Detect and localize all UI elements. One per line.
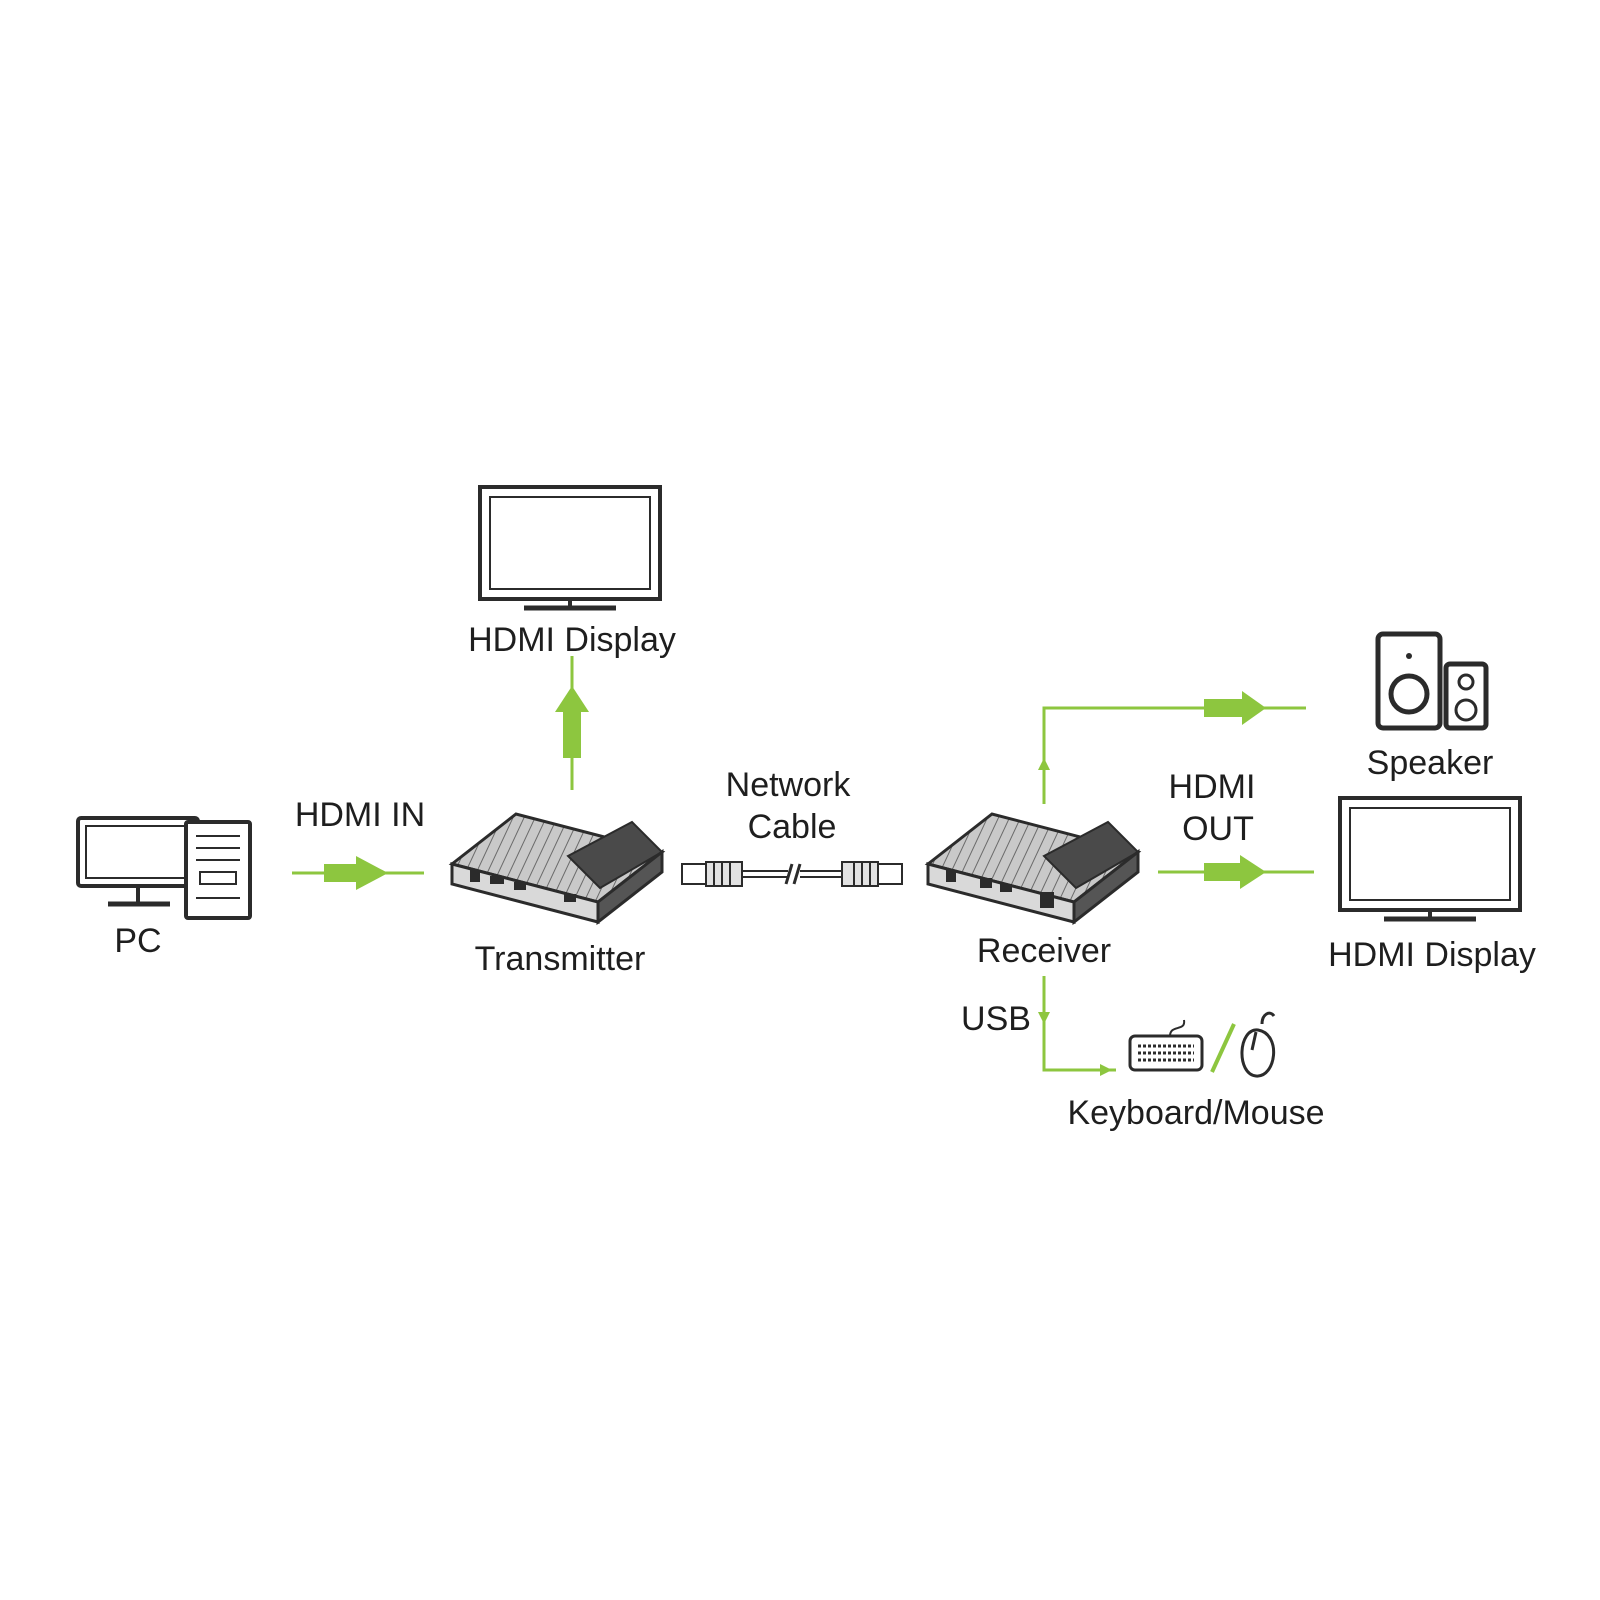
hdmi-in-label: HDMI IN bbox=[295, 796, 425, 834]
keyboard-mouse-label: Keyboard/Mouse bbox=[1067, 1094, 1324, 1132]
network-cable-label-line1: Network bbox=[726, 766, 852, 804]
network-cable-label-line2: Cable bbox=[748, 808, 837, 846]
usb-arrow bbox=[1038, 976, 1116, 1076]
hdmi-display-right-label: HDMI Display bbox=[1328, 936, 1536, 974]
receiver-box-icon bbox=[924, 812, 1142, 926]
desktop-pc-icon bbox=[76, 816, 252, 920]
speaker-label: Speaker bbox=[1367, 744, 1494, 782]
hdmi-out-label-line2: OUT bbox=[1182, 810, 1254, 848]
mouse-icon bbox=[1240, 1011, 1276, 1078]
speaker-audio-arrow bbox=[1038, 691, 1306, 804]
hdmi-display-top-label: HDMI Display bbox=[468, 621, 676, 659]
hdmi-out-label-line1: HDMI bbox=[1169, 768, 1256, 806]
usb-label: USB bbox=[961, 1000, 1031, 1038]
transmitter-label: Transmitter bbox=[475, 940, 646, 978]
hdmi-loop-arrow bbox=[555, 656, 589, 790]
slash-separator bbox=[1210, 1023, 1236, 1073]
network-cable-icon bbox=[681, 861, 903, 887]
hdmi-in-arrow bbox=[292, 856, 424, 890]
pc-label: PC bbox=[114, 922, 161, 960]
receiver-label: Receiver bbox=[977, 932, 1111, 970]
monitor-icon bbox=[1338, 796, 1522, 922]
monitor-icon bbox=[478, 485, 662, 611]
keyboard-icon bbox=[1128, 1019, 1204, 1072]
hdmi-out-arrow bbox=[1158, 855, 1314, 889]
transmitter-box-icon bbox=[448, 812, 666, 926]
speaker-icon bbox=[1375, 631, 1489, 731]
